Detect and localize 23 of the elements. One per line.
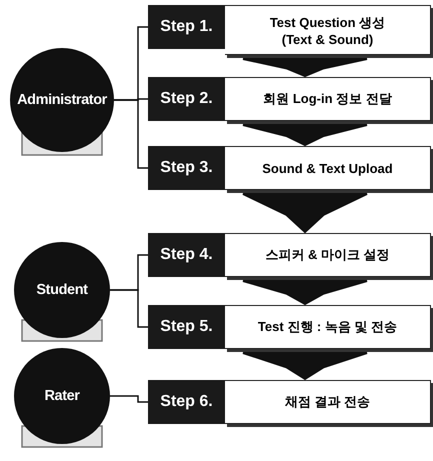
step-description-box: 회원 Log-in 정보 전달: [225, 77, 431, 121]
actor-label: Student: [36, 282, 88, 298]
chevron-arrow: [242, 280, 368, 306]
step-description-box: 채점 결과 전송: [225, 380, 431, 424]
chevron-arrow: [242, 124, 368, 146]
connector-line: [114, 99, 148, 169]
chevron-arrow: [242, 352, 368, 380]
step-description-box: Test Question 생성 (Text & Sound): [225, 5, 431, 55]
step-number-label: Step 4.: [148, 233, 225, 277]
connector-line: [110, 395, 148, 403]
step-number-label: Step 3.: [148, 146, 225, 190]
step-description-box: Sound & Text Upload: [225, 146, 431, 190]
step-description-box: 스피커 & 마이크 설정: [225, 233, 431, 277]
actor-label: Rater: [44, 388, 80, 404]
step-number-label: Step 2.: [148, 77, 225, 121]
step-number-label: Step 5.: [148, 305, 225, 349]
step-description-box: Test 진행 : 녹음 및 전송: [225, 305, 431, 349]
step-number-label: Step 6.: [148, 380, 225, 424]
connector-line: [110, 289, 148, 328]
step-number-label: Step 1.: [148, 5, 225, 49]
chevron-arrow: [242, 58, 368, 78]
chevron-arrow: [242, 193, 368, 234]
actor-label: Administrator: [17, 92, 107, 108]
